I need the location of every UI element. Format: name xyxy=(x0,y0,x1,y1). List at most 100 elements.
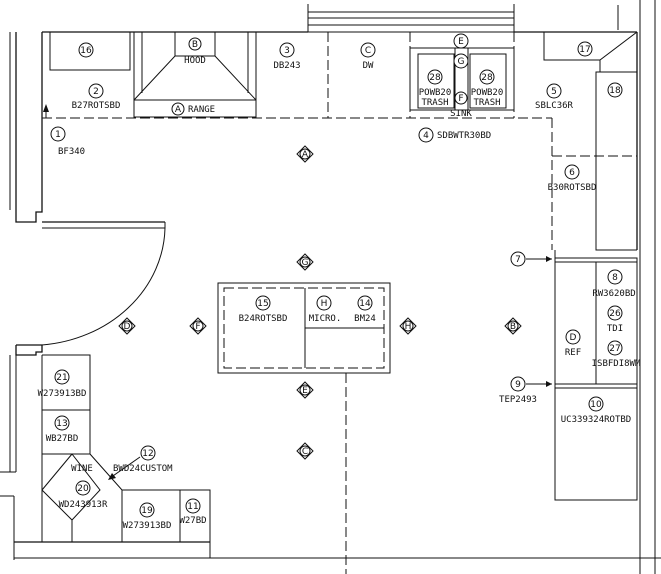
svg-text:H: H xyxy=(405,322,412,332)
cabinet-w273913bd-upper: W273913BD xyxy=(38,389,87,399)
tag-14: 14 xyxy=(357,295,373,311)
svg-text:9: 9 xyxy=(515,380,521,390)
svg-text:H: H xyxy=(321,299,328,309)
cabinet-powb20-right: POWB20 xyxy=(471,88,504,98)
tag-9: 9 xyxy=(510,376,526,392)
tag-6: 6 xyxy=(564,164,580,180)
cabinet-b30rotsbd: B30ROTSBD xyxy=(548,183,597,193)
right-tall-run xyxy=(554,250,638,501)
tag-19: 19 xyxy=(139,502,155,518)
elevation-a-marker[interactable]: A xyxy=(296,145,314,163)
svg-text:27: 27 xyxy=(609,344,620,354)
tag-range-a: A xyxy=(171,102,185,116)
svg-text:20: 20 xyxy=(77,484,89,494)
tag-10: 10 xyxy=(588,396,604,412)
tag-sink-e: E xyxy=(453,33,469,49)
tag-ref-d: D xyxy=(565,329,581,345)
elevation-b-marker[interactable]: B xyxy=(504,317,522,335)
svg-text:26: 26 xyxy=(609,309,621,319)
tag-dw-c: C xyxy=(360,42,376,58)
tag-27: 27 xyxy=(607,340,623,356)
svg-text:16: 16 xyxy=(80,46,92,56)
elevation-e-marker[interactable]: E xyxy=(296,381,314,399)
range-label: RANGE xyxy=(188,105,215,115)
tag-21: 21 xyxy=(54,369,70,385)
svg-text:7: 7 xyxy=(515,255,521,265)
cabinet-wb27bd: WB27BD xyxy=(46,434,79,444)
tag-8: 8 xyxy=(607,269,623,285)
svg-text:A: A xyxy=(175,105,182,115)
svg-text:6: 6 xyxy=(569,168,575,178)
cabinet-bf340: BF340 xyxy=(58,147,85,157)
cabinet-w273913bd-lower: W273913BD xyxy=(123,521,172,531)
svg-text:D: D xyxy=(124,322,131,332)
elevation-d-marker[interactable]: D xyxy=(118,317,136,335)
cabinet-rw3620bd: RW3620BD xyxy=(592,289,635,299)
hood-label: HOOD xyxy=(184,56,206,66)
tag-4: 4 xyxy=(418,127,434,143)
tag-12: 12 xyxy=(140,445,156,461)
cabinet-uc339324rotbd: UC339324ROTBD xyxy=(561,415,631,425)
svg-text:G: G xyxy=(458,57,465,67)
svg-text:F: F xyxy=(195,322,200,332)
tag-18: 18 xyxy=(607,82,623,98)
tag-sink-g: G xyxy=(453,53,469,69)
island xyxy=(217,282,391,574)
cabinet-isbfdi8wm: ISBFDI8WM xyxy=(592,359,641,369)
svg-text:28: 28 xyxy=(429,73,441,83)
tag-17: 17 xyxy=(577,41,593,57)
cabinet-powb20-left: POWB20 xyxy=(419,88,452,98)
tag-28-left: 28 xyxy=(427,69,443,85)
tag-micro-h: H xyxy=(316,295,332,311)
elevation-g-marker[interactable]: G xyxy=(296,253,314,271)
svg-text:G: G xyxy=(302,258,309,268)
cabinet-b24rotsbd: B24ROTSBD xyxy=(239,314,288,324)
ref-label: REF xyxy=(565,348,581,358)
svg-text:17: 17 xyxy=(579,45,590,55)
svg-text:5: 5 xyxy=(551,87,557,97)
tag-5: 5 xyxy=(546,83,562,99)
leader-arrows xyxy=(43,104,552,480)
svg-text:13: 13 xyxy=(56,419,67,429)
cabinet-sdbwtr30bd: SDBWTR30BD xyxy=(437,131,491,141)
svg-text:14: 14 xyxy=(359,299,371,309)
tag-15: 15 xyxy=(255,295,271,311)
elevation-markers: A G E C D F H B xyxy=(118,145,522,460)
micro-label: MICRO. xyxy=(309,314,342,324)
svg-text:F: F xyxy=(458,94,463,104)
cabinet-dw: DW xyxy=(363,61,374,71)
svg-text:21: 21 xyxy=(56,373,67,383)
svg-text:E: E xyxy=(302,386,308,396)
svg-text:2: 2 xyxy=(93,87,99,97)
cabinet-b27rotsbd: B27ROTSBD xyxy=(72,101,121,111)
svg-text:8: 8 xyxy=(612,273,618,283)
tag-hood-b: B xyxy=(188,37,202,51)
svg-text:D: D xyxy=(570,333,577,343)
elevation-f-marker[interactable]: F xyxy=(189,317,207,335)
cabinet-wd243913r: WD243913R xyxy=(59,500,108,510)
cabinet-db243: DB243 xyxy=(273,61,300,71)
tdi-label: TDI xyxy=(607,324,623,334)
svg-text:12: 12 xyxy=(142,449,153,459)
trash-right-label: TRASH xyxy=(473,98,500,108)
elevation-h-marker[interactable]: H xyxy=(399,317,417,335)
top-counter-run xyxy=(41,31,638,251)
cabinet-tags: 16 B HOOD 3 DB243 C DW E G 28 28 POWB20 … xyxy=(38,33,641,531)
tag-11: 11 xyxy=(185,498,201,514)
svg-text:4: 4 xyxy=(423,131,429,141)
svg-text:E: E xyxy=(458,37,464,47)
cabinet-bwd24custom: BWD24CUSTOM xyxy=(113,464,173,474)
tag-7: 7 xyxy=(510,251,526,267)
trash-left-label: TRASH xyxy=(421,98,448,108)
elevation-c-marker[interactable]: C xyxy=(296,442,314,460)
svg-text:19: 19 xyxy=(141,506,153,516)
svg-text:C: C xyxy=(365,46,371,56)
svg-text:15: 15 xyxy=(257,299,268,309)
cabinet-sblc36r: SBLC36R xyxy=(535,101,574,111)
sink-label: SINK xyxy=(450,109,472,119)
svg-text:B: B xyxy=(192,40,198,50)
lower-left-run xyxy=(41,354,211,542)
cabinet-w27bd: W27BD xyxy=(179,516,206,526)
